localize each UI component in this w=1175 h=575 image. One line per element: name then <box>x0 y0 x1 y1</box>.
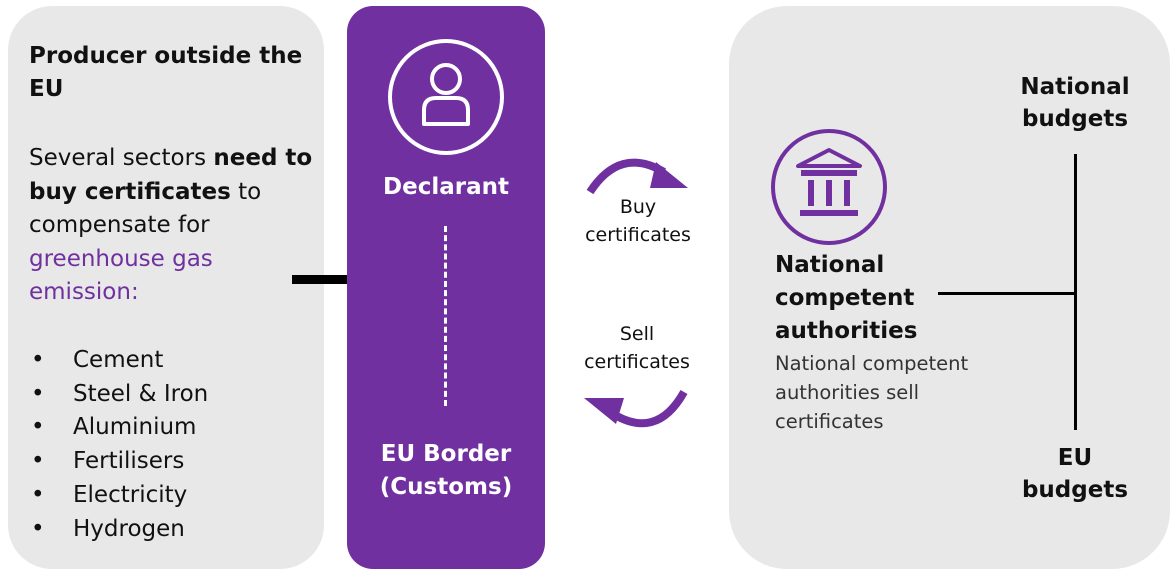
eu-border-label: EU Border (Customs) <box>347 438 545 504</box>
buy-certificates-label: Buy certificates <box>563 193 713 249</box>
declarant-panel: Declarant EU Border (Customs) <box>347 6 545 569</box>
producer-panel: Producer outside the EU Several sectors … <box>8 6 324 569</box>
curved-arrow-left-icon <box>584 389 688 428</box>
dashed-divider <box>444 226 447 406</box>
national-line2: budgets <box>1021 106 1129 132</box>
person-icon <box>388 39 504 155</box>
sell-certificates-label: Sell certificates <box>562 320 712 376</box>
connector-line <box>938 292 1076 295</box>
desc-bold-text: need to buy certificates <box>29 145 313 205</box>
government-building-icon <box>771 129 887 245</box>
producer-description: Several sectors need to buy certificates… <box>29 142 319 310</box>
sector-item: Electricity <box>29 479 208 513</box>
eu-border-line2: (Customs) <box>379 474 513 500</box>
sector-list: Cement Steel & Iron Aluminium Fertiliser… <box>29 344 208 546</box>
sector-item: Hydrogen <box>29 513 208 547</box>
authority-title: National competent authorities <box>775 252 918 344</box>
sector-item: Steel & Iron <box>29 378 208 412</box>
sector-item: Aluminium <box>29 411 208 445</box>
sell-line2: certificates <box>584 351 690 373</box>
authority-panel: National competent authorities National … <box>729 6 1170 569</box>
eu-line2: budgets <box>1021 477 1129 503</box>
eu-line1: EU <box>1057 445 1093 471</box>
buy-line2: certificates <box>585 224 691 246</box>
declarant-label: Declarant <box>383 174 509 200</box>
budget-split-line <box>1074 154 1077 430</box>
sector-item: Cement <box>29 344 208 378</box>
buy-line1: Buy <box>619 196 657 218</box>
desc-text: Several sectors <box>29 145 214 171</box>
producer-title: Producer outside the EU <box>29 43 303 102</box>
eu-budgets-label: EU budgets <box>995 442 1155 506</box>
sector-item: Fertilisers <box>29 445 208 479</box>
authority-description: National competent authorities sell cert… <box>775 352 969 433</box>
desc-text-2: to compensate for <box>29 178 262 239</box>
national-line1: National <box>1020 74 1130 100</box>
curved-arrow-right-icon <box>586 158 688 195</box>
sell-line1: Sell <box>619 323 655 345</box>
eu-border-line1: EU Border <box>380 441 512 467</box>
national-budgets-label: National budgets <box>995 71 1155 135</box>
desc-accent-text: greenhouse gas emission: <box>29 245 213 306</box>
